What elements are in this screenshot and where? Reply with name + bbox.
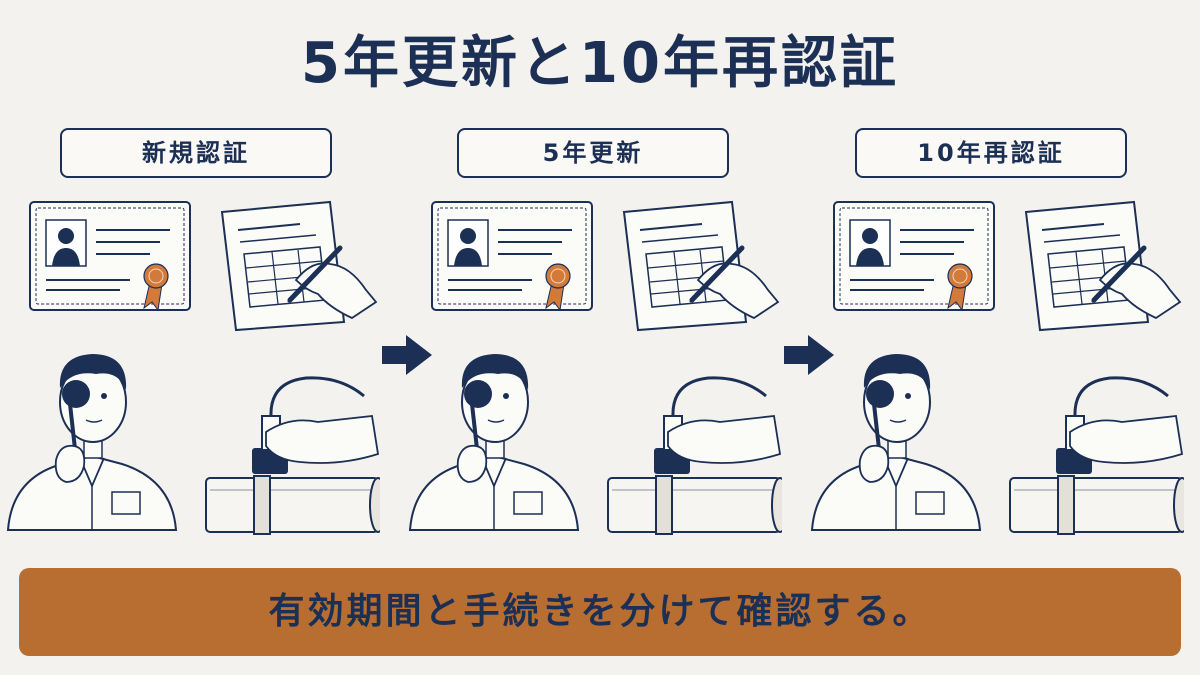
arrow-right-icon <box>784 335 834 375</box>
summary-text: 有効期間と手続きを分けて確認する。 <box>268 591 932 632</box>
stage-5-year-renewal: 5年更新 <box>402 128 782 548</box>
stage-new-certification: 新規認証 <box>0 128 380 548</box>
stage-label: 10年再認証 <box>855 128 1127 178</box>
stage-10-year-recertification: 10年再認証 <box>804 128 1184 548</box>
stage-illustration <box>804 190 1184 546</box>
arrow-right-icon <box>382 335 432 375</box>
stage-illustration <box>402 190 782 546</box>
stage-label: 5年更新 <box>457 128 729 178</box>
summary-banner: 有効期間と手続きを分けて確認する。 <box>19 568 1181 656</box>
stage-illustration <box>0 190 380 546</box>
page-title: 5年更新と10年再認証 <box>301 31 899 96</box>
stage-label: 新規認証 <box>60 128 332 178</box>
